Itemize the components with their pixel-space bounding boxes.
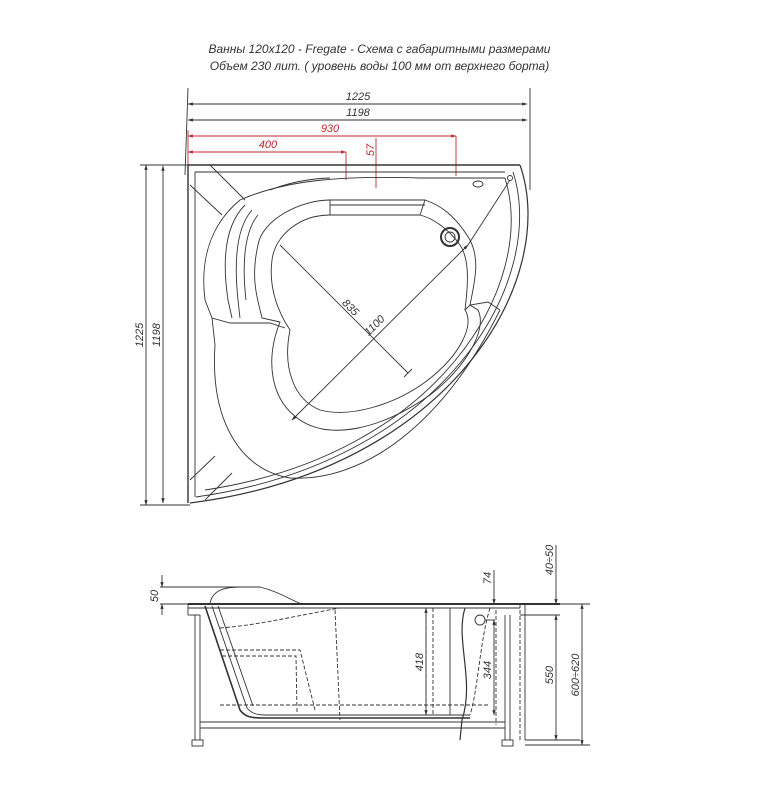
dim-inner-height: 1198 — [151, 322, 163, 347]
dim-adjust-40-50: 40÷50 — [544, 544, 556, 575]
dim-overall-width: 1225 — [346, 91, 371, 103]
dim-frame-550: 550 — [544, 665, 556, 684]
dim-total-600-620: 600÷620 — [570, 653, 582, 697]
drawing-title: Ванны 120x120 - Fregate - Схема с габари… — [208, 42, 551, 56]
dim-overall-height: 1225 — [134, 322, 146, 347]
dim-headrest-50: 50 — [149, 589, 161, 602]
dim-overflow-344: 344 — [482, 661, 494, 679]
dim-red-57: 57 — [365, 143, 377, 156]
dim-depth-418: 418 — [414, 652, 426, 671]
dim-inner-width: 1198 — [346, 107, 371, 119]
top-view — [140, 87, 531, 506]
dim-rim-74: 74 — [482, 572, 494, 584]
side-view — [160, 545, 590, 747]
dim-red-400: 400 — [259, 139, 278, 151]
dim-diagonal-835: 835 — [339, 297, 361, 319]
drain-icon — [440, 227, 460, 247]
dim-red-930: 930 — [321, 123, 340, 135]
dim-diagonal-1100: 1100 — [362, 313, 388, 339]
drawing-subtitle: Объем 230 лит. ( уровень воды 100 мм от … — [209, 59, 550, 73]
